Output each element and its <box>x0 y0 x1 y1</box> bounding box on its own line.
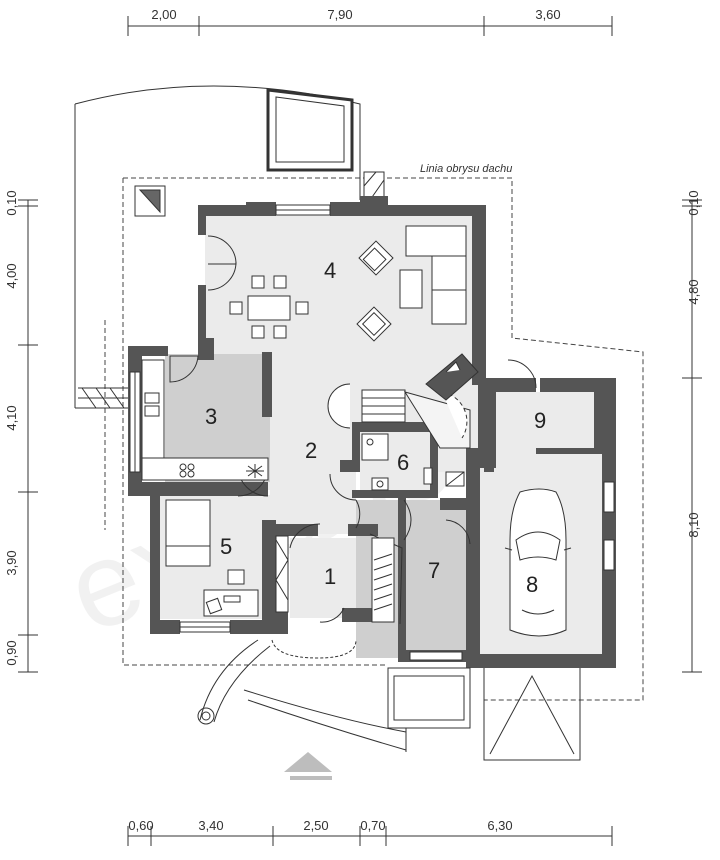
windows <box>129 204 615 661</box>
car <box>504 488 572 637</box>
dim-bottom-1: 0,60 <box>128 818 153 833</box>
roof-outline-label: Linia obrysu dachu <box>420 163 512 175</box>
stairs <box>327 383 471 541</box>
room-numbers: 1 2 3 4 5 6 7 8 9 <box>205 258 546 597</box>
dim-bottom-5: 6,30 <box>487 818 512 833</box>
exterior-steps <box>363 171 385 201</box>
dim-left-1: 0,10 <box>4 190 19 215</box>
dimension-labels: 2,00 7,90 3,60 0,60 3,40 2,50 0,70 6,30 … <box>4 7 701 833</box>
dimension-lines <box>18 16 702 846</box>
dim-right-3: 8,10 <box>686 512 701 537</box>
entrance-walkway <box>197 639 407 752</box>
room-number-5: 5 <box>220 534 232 559</box>
dim-top-3: 3,60 <box>535 7 560 22</box>
dim-top-2: 7,90 <box>327 7 352 22</box>
dim-bottom-2: 3,40 <box>198 818 223 833</box>
dim-right-2: 4,80 <box>686 279 701 304</box>
dining-table <box>247 295 291 321</box>
roof-outline <box>104 177 644 701</box>
chimney <box>134 185 166 217</box>
dim-left-2: 4,00 <box>4 263 19 288</box>
dim-left-5: 0,90 <box>4 640 19 665</box>
dim-left-3: 4,10 <box>4 405 19 430</box>
dim-left-4: 3,90 <box>4 550 19 575</box>
skylight <box>266 88 354 172</box>
room-number-6: 6 <box>397 450 409 475</box>
room-number-1: 1 <box>324 564 336 589</box>
room-number-8: 8 <box>526 572 538 597</box>
dim-right-1: 0,10 <box>686 190 701 215</box>
dim-bottom-3: 2,50 <box>303 818 328 833</box>
dim-bottom-4: 0,70 <box>360 818 385 833</box>
doors <box>169 235 537 625</box>
entrance-arrow <box>284 752 332 780</box>
room-number-2: 2 <box>305 438 317 463</box>
room-number-9: 9 <box>534 408 546 433</box>
furniture <box>141 225 479 623</box>
driveway <box>483 668 581 761</box>
room-number-4: 4 <box>324 258 336 283</box>
room-number-7: 7 <box>428 558 440 583</box>
room-number-3: 3 <box>205 404 217 429</box>
dim-top-1: 2,00 <box>151 7 176 22</box>
exterior-planter <box>387 667 471 729</box>
